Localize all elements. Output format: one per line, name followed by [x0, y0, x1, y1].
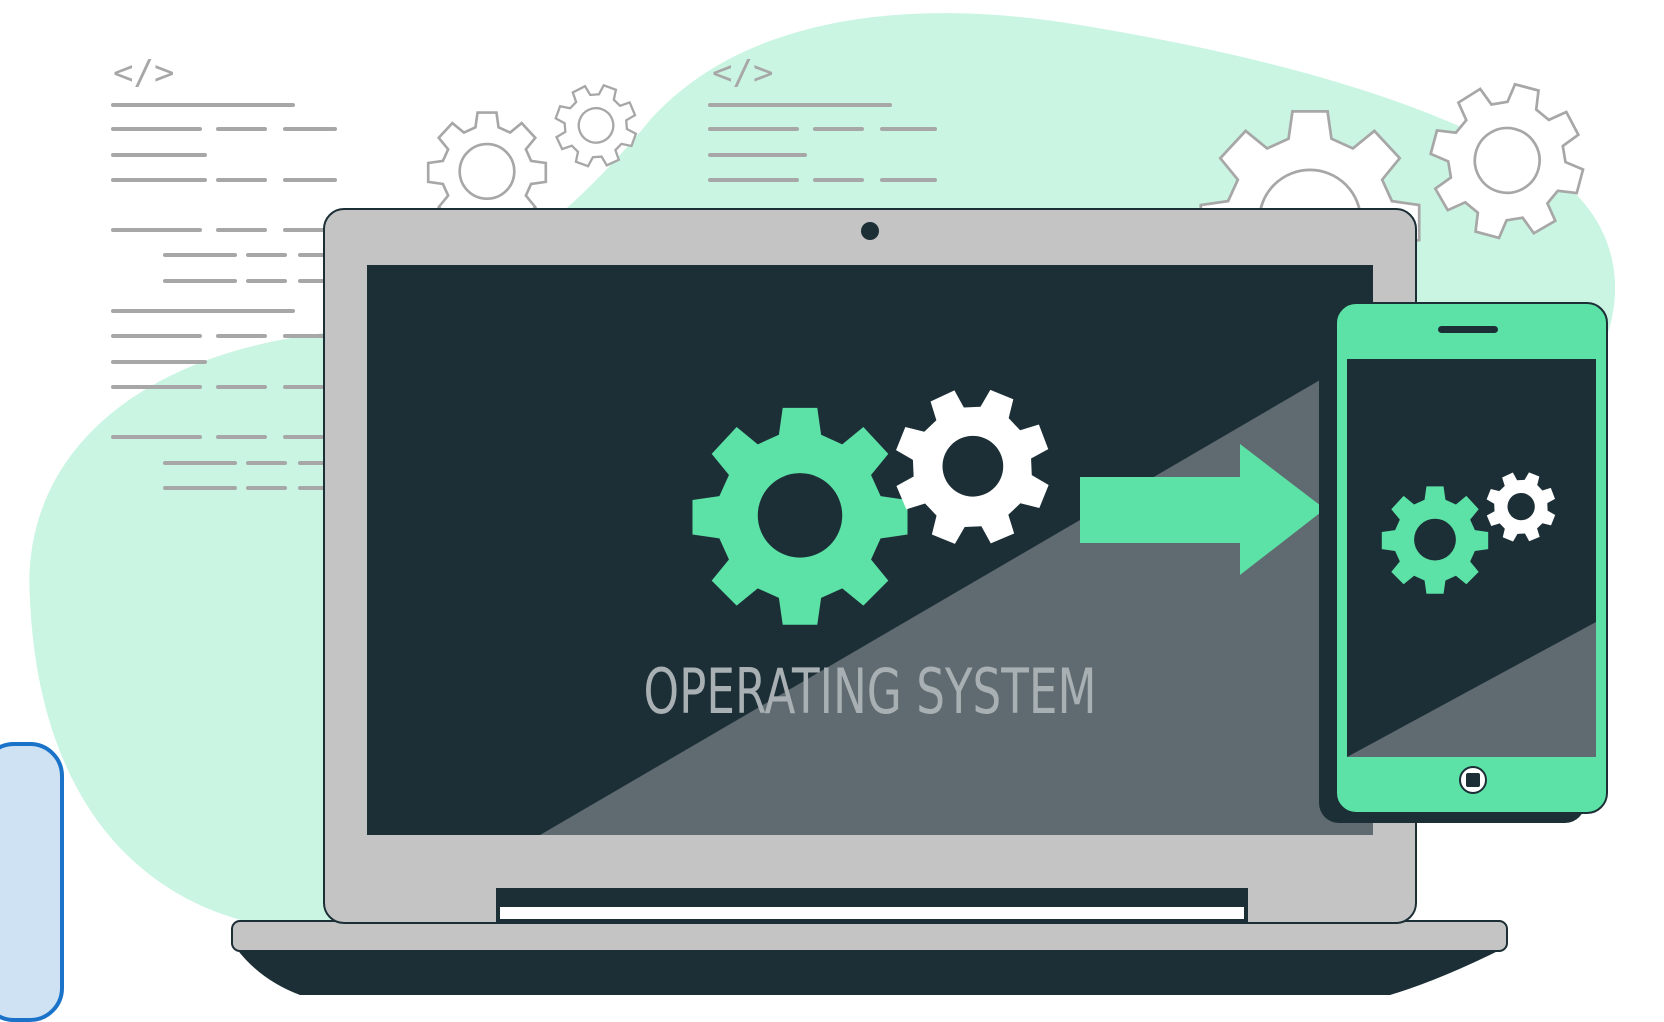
laptop-base-shadow — [236, 948, 1504, 995]
code-tag-icon: </> — [113, 53, 174, 93]
smartphone — [1319, 302, 1608, 823]
laptop-hinge-highlight — [500, 907, 1244, 919]
code-tag-icon: </> — [712, 53, 773, 93]
gear-outline-icon — [426, 111, 548, 233]
gear-icon — [692, 407, 908, 625]
laptop-base — [231, 920, 1508, 952]
arrow-right-icon — [1080, 444, 1325, 575]
gear-icon — [871, 365, 1074, 569]
side-panel — [0, 742, 64, 1022]
code-lines-left — [111, 103, 337, 490]
gear-icon — [1475, 461, 1567, 553]
gear-icon — [1381, 486, 1489, 594]
os-title: OPERATING SYSTEM — [644, 655, 1097, 728]
os-migration-illustration: </> </> OPER — [29, 13, 1616, 995]
speaker-icon — [1438, 326, 1498, 333]
code-lines-top — [708, 103, 937, 182]
home-button-icon — [1459, 766, 1487, 794]
webcam-icon — [861, 222, 879, 240]
gear-outline-icon — [542, 72, 649, 179]
gear-outline-icon — [1412, 66, 1602, 256]
